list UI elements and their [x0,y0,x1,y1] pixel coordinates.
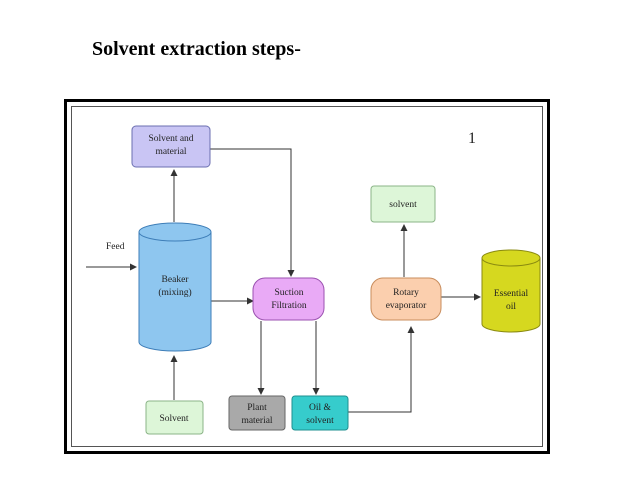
node-solvent-and-material: Solvent and material [131,125,211,168]
node-solvent-output: solvent [370,185,436,223]
node-label: material [241,416,272,426]
arrow-oil-solvent-to-rotary [348,326,415,413]
node-label: material [155,147,186,157]
node-beaker-mixing: Beaker (mixing) [138,222,212,352]
node-label: (mixing) [158,287,191,298]
node-label: evaporator [386,301,427,311]
node-label: Plant [247,403,267,413]
node-oil-and-solvent: Oil & solvent [291,395,349,431]
corner-mark: 1 [468,130,476,147]
node-label: Beaker [162,275,190,285]
node-suction-filtration: Suction Filtration [252,277,325,321]
node-label: Oil & [309,403,332,413]
node-label: Essential [494,289,529,299]
node-rotary-evaporator: Rotary evaporator [370,277,442,321]
node-label: Solvent [159,414,188,424]
page-title: Solvent extraction steps- [92,38,301,60]
node-label: Suction [274,288,303,298]
node-label: oil [506,302,516,312]
node-label: Solvent and [148,134,193,144]
node-label: solvent [306,416,334,426]
node-label: solvent [389,200,417,210]
node-label: Rotary [393,288,419,298]
feed-label: Feed [106,242,125,252]
node-solvent-input: Solvent [145,400,204,435]
arrow-solvent-material-to-suction [210,148,295,277]
node-plant-material: Plant material [228,395,286,431]
connectors [86,148,481,413]
node-label: Filtration [271,301,307,311]
node-essential-oil: Essential oil [481,249,541,333]
